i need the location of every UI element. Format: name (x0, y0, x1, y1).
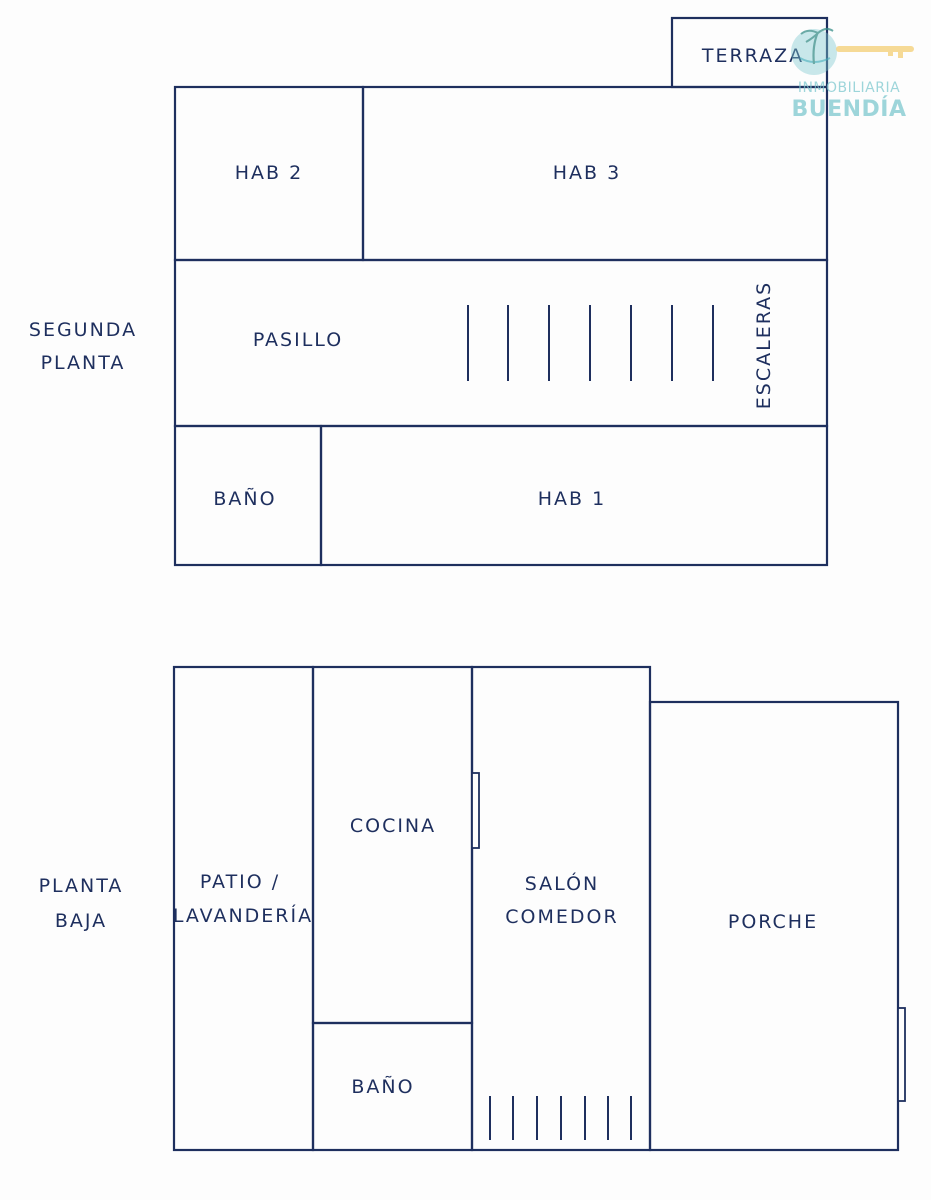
stairs-ground (489, 1096, 632, 1140)
ground-floor: PATIO / LAVANDERÍA COCINA BAÑO SALÓN COM… (39, 665, 906, 1152)
door-porche (897, 1007, 906, 1102)
label-bano-upper: BAÑO (213, 487, 276, 510)
label-hab-3: HAB 3 (553, 162, 621, 184)
floor-label-planta: PLANTA (41, 352, 126, 374)
label-salon-line2: COMEDOR (505, 906, 618, 928)
room-hab-1 (319, 424, 829, 567)
label-pasillo: PASILLO (253, 329, 343, 351)
floor-label-segunda: SEGUNDA (29, 319, 137, 341)
label-salon-line1: SALÓN (525, 871, 600, 895)
room-porche (648, 700, 900, 1152)
label-cocina: COCINA (350, 815, 436, 837)
upper-floor: TERRAZA HAB 2 HAB 3 PASILLO ESCALERAS BA… (29, 16, 829, 567)
label-bano-ground: BAÑO (351, 1075, 414, 1098)
label-hab-2: HAB 2 (235, 162, 303, 184)
palm-key-icon (791, 27, 914, 75)
logo-inmobiliaria-buendia: INMOBILIARIA BUENDÍA (791, 27, 914, 122)
label-porche: PORCHE (728, 911, 818, 933)
label-patio-line2: LAVANDERÍA (173, 904, 313, 927)
logo-line2: BUENDÍA (791, 96, 906, 122)
label-patio-line1: PATIO / (200, 871, 280, 893)
floor-label-baja: BAJA (55, 910, 107, 932)
logo-line1: INMOBILIARIA (798, 80, 900, 96)
room-cocina (311, 665, 474, 1025)
label-hab-1: HAB 1 (538, 488, 606, 510)
floor-label-planta-ground: PLANTA (39, 875, 124, 897)
label-escaleras: ESCALERAS (753, 281, 775, 409)
stairs-upper (467, 305, 714, 381)
label-terraza: TERRAZA (701, 45, 804, 67)
door-cocina-salon (471, 772, 480, 849)
